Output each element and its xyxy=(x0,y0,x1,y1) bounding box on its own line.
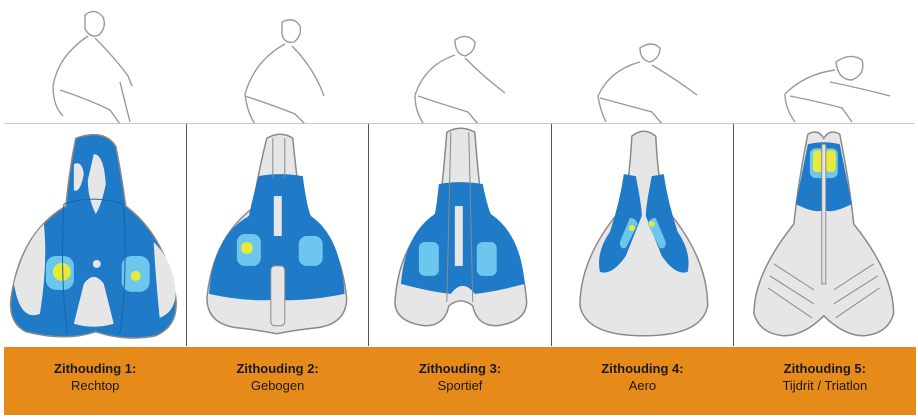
divider-line xyxy=(4,123,914,124)
saddle-panel-2 xyxy=(187,124,370,346)
rider-1-illustration xyxy=(52,10,133,124)
saddle-panel-1 xyxy=(4,124,187,346)
caption-subtitle: Rechtop xyxy=(70,378,120,393)
caption-subtitle: Gebogen xyxy=(250,378,305,393)
caption-position-3: Zithouding 3: Sportief xyxy=(369,347,551,415)
rider-3-illustration xyxy=(414,35,506,124)
caption-title: Zithouding 2: xyxy=(236,361,319,376)
posture-caption-band: Zithouding 1: Rechtop Zithouding 2: Gebo… xyxy=(4,347,916,415)
rider-5-illustration xyxy=(784,55,891,123)
saddle-panel-4 xyxy=(552,124,735,346)
caption-title: Zithouding 1: xyxy=(54,361,137,376)
caption-position-4: Zithouding 4: Aero xyxy=(551,347,733,415)
saddle-2-pressure-map xyxy=(205,133,347,335)
caption-position-2: Zithouding 2: Gebogen xyxy=(186,347,368,415)
rider-2-illustration xyxy=(244,19,325,124)
caption-subtitle: Aero xyxy=(628,378,657,393)
caption-title: Zithouding 5: xyxy=(783,361,866,376)
saddle-panel-5 xyxy=(734,124,916,346)
saddle-pressure-maps xyxy=(4,124,916,346)
caption-title: Zithouding 3: xyxy=(418,361,502,376)
saddle-1-pressure-map xyxy=(9,133,177,339)
caption-subtitle: Tijdrit / Triatlon xyxy=(782,378,868,393)
rider-posture-sketches xyxy=(52,10,891,124)
saddle-3-pressure-map xyxy=(394,127,528,327)
saddle-panel-3 xyxy=(369,124,552,346)
saddle-4-pressure-map xyxy=(578,130,709,337)
caption-title: Zithouding 4: xyxy=(601,361,684,376)
rider-4-illustration xyxy=(597,43,698,124)
saddle-5-pressure-map xyxy=(753,131,895,337)
caption-position-1: Zithouding 1: Rechtop xyxy=(4,347,186,415)
caption-subtitle: Sportief xyxy=(437,378,483,393)
caption-position-5: Zithouding 5: Tijdrit / Triatlon xyxy=(734,347,916,415)
